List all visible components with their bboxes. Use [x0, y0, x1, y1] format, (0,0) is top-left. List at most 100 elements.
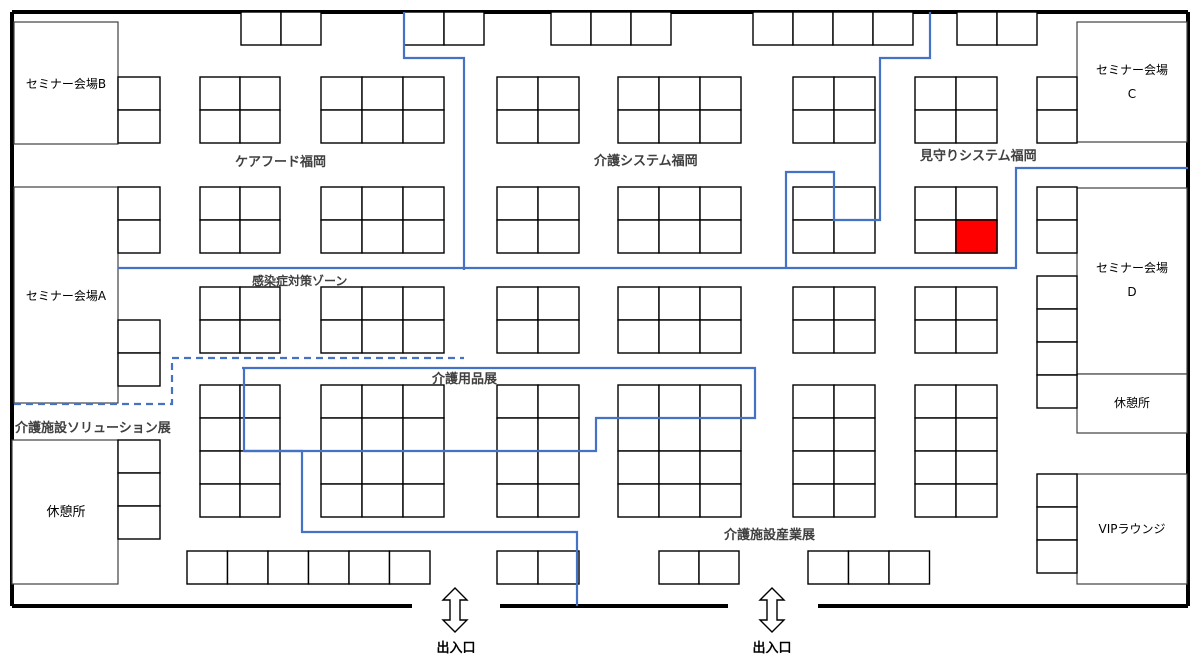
- booth[interactable]: [699, 417, 742, 452]
- booth[interactable]: [955, 450, 998, 485]
- booth[interactable]: [955, 109, 998, 144]
- booth[interactable]: [1036, 186, 1078, 221]
- booth[interactable]: [658, 483, 701, 518]
- booth[interactable]: [914, 109, 957, 144]
- booth[interactable]: [833, 219, 876, 254]
- booth[interactable]: [617, 319, 660, 354]
- booth[interactable]: [792, 11, 834, 46]
- booth[interactable]: [320, 450, 363, 485]
- booth[interactable]: [403, 11, 445, 46]
- booth[interactable]: [537, 286, 580, 321]
- booth[interactable]: [888, 550, 931, 585]
- booth[interactable]: [914, 417, 957, 452]
- booth[interactable]: [699, 319, 742, 354]
- booth[interactable]: [617, 109, 660, 144]
- booth[interactable]: [699, 219, 742, 254]
- booth[interactable]: [658, 550, 700, 585]
- booth[interactable]: [117, 219, 161, 254]
- vip-lounge[interactable]: [1076, 473, 1188, 585]
- booth[interactable]: [699, 450, 742, 485]
- booth[interactable]: [699, 286, 742, 321]
- booth[interactable]: [496, 76, 539, 111]
- booth[interactable]: [537, 550, 580, 585]
- booth[interactable]: [792, 384, 835, 419]
- seminar-room-d[interactable]: [1076, 187, 1188, 375]
- booth[interactable]: [307, 550, 350, 585]
- booth[interactable]: [792, 417, 835, 452]
- booth[interactable]: [199, 76, 241, 111]
- booth[interactable]: [320, 417, 363, 452]
- booth[interactable]: [550, 11, 592, 46]
- booth[interactable]: [955, 76, 998, 111]
- booth[interactable]: [320, 76, 363, 111]
- booth[interactable]: [914, 219, 957, 254]
- booth[interactable]: [117, 76, 161, 111]
- booth[interactable]: [1036, 308, 1078, 343]
- booth[interactable]: [361, 186, 404, 221]
- booth[interactable]: [1036, 341, 1078, 376]
- booth[interactable]: [361, 286, 404, 321]
- booth[interactable]: [117, 319, 161, 354]
- booth[interactable]: [658, 286, 701, 321]
- booth[interactable]: [833, 417, 876, 452]
- booth[interactable]: [955, 286, 998, 321]
- booth[interactable]: [1036, 506, 1078, 541]
- booth[interactable]: [658, 450, 701, 485]
- booth[interactable]: [658, 76, 701, 111]
- booth[interactable]: [792, 219, 835, 254]
- entrance-right[interactable]: 出入口: [752, 587, 792, 656]
- booth[interactable]: [199, 219, 241, 254]
- booth[interactable]: [402, 186, 445, 221]
- booth[interactable]: [496, 417, 539, 452]
- booth[interactable]: [199, 109, 241, 144]
- booth[interactable]: [117, 186, 161, 221]
- booth[interactable]: [402, 286, 445, 321]
- booth[interactable]: [537, 483, 580, 518]
- booth[interactable]: [872, 11, 914, 46]
- booth[interactable]: [239, 109, 281, 144]
- booth[interactable]: [402, 450, 445, 485]
- booth[interactable]: [402, 76, 445, 111]
- booth[interactable]: [792, 450, 835, 485]
- booth[interactable]: [240, 11, 282, 46]
- booth[interactable]: [537, 319, 580, 354]
- booth[interactable]: [402, 319, 445, 354]
- booth[interactable]: [199, 417, 241, 452]
- booth[interactable]: [833, 450, 876, 485]
- booth[interactable]: [1036, 76, 1078, 111]
- booth[interactable]: [833, 109, 876, 144]
- booth[interactable]: [1036, 473, 1078, 508]
- booth[interactable]: [833, 286, 876, 321]
- booth[interactable]: [955, 384, 998, 419]
- booth[interactable]: [496, 219, 539, 254]
- booth[interactable]: [320, 483, 363, 518]
- booth[interactable]: [833, 384, 876, 419]
- booth[interactable]: [1036, 109, 1078, 144]
- booth[interactable]: [1036, 539, 1078, 574]
- booth[interactable]: [955, 417, 998, 452]
- booth[interactable]: [699, 186, 742, 221]
- booth[interactable]: [658, 219, 701, 254]
- booth[interactable]: [617, 186, 660, 221]
- booth[interactable]: [199, 286, 241, 321]
- booth[interactable]: [792, 319, 835, 354]
- booth[interactable]: [833, 483, 876, 518]
- booth[interactable]: [402, 384, 445, 419]
- booth[interactable]: [658, 319, 701, 354]
- booth[interactable]: [699, 384, 742, 419]
- booth[interactable]: [537, 76, 580, 111]
- booth[interactable]: [402, 219, 445, 254]
- booth[interactable]: [955, 186, 998, 221]
- booth[interactable]: [117, 472, 161, 507]
- booth[interactable]: [496, 109, 539, 144]
- booth[interactable]: [537, 417, 580, 452]
- booth[interactable]: [792, 109, 835, 144]
- booth[interactable]: [617, 417, 660, 452]
- booth[interactable]: [388, 550, 431, 585]
- booth[interactable]: [320, 186, 363, 221]
- booth[interactable]: [199, 186, 241, 221]
- booth[interactable]: [537, 219, 580, 254]
- booth[interactable]: [658, 109, 701, 144]
- booth[interactable]: [955, 483, 998, 518]
- booth[interactable]: [320, 219, 363, 254]
